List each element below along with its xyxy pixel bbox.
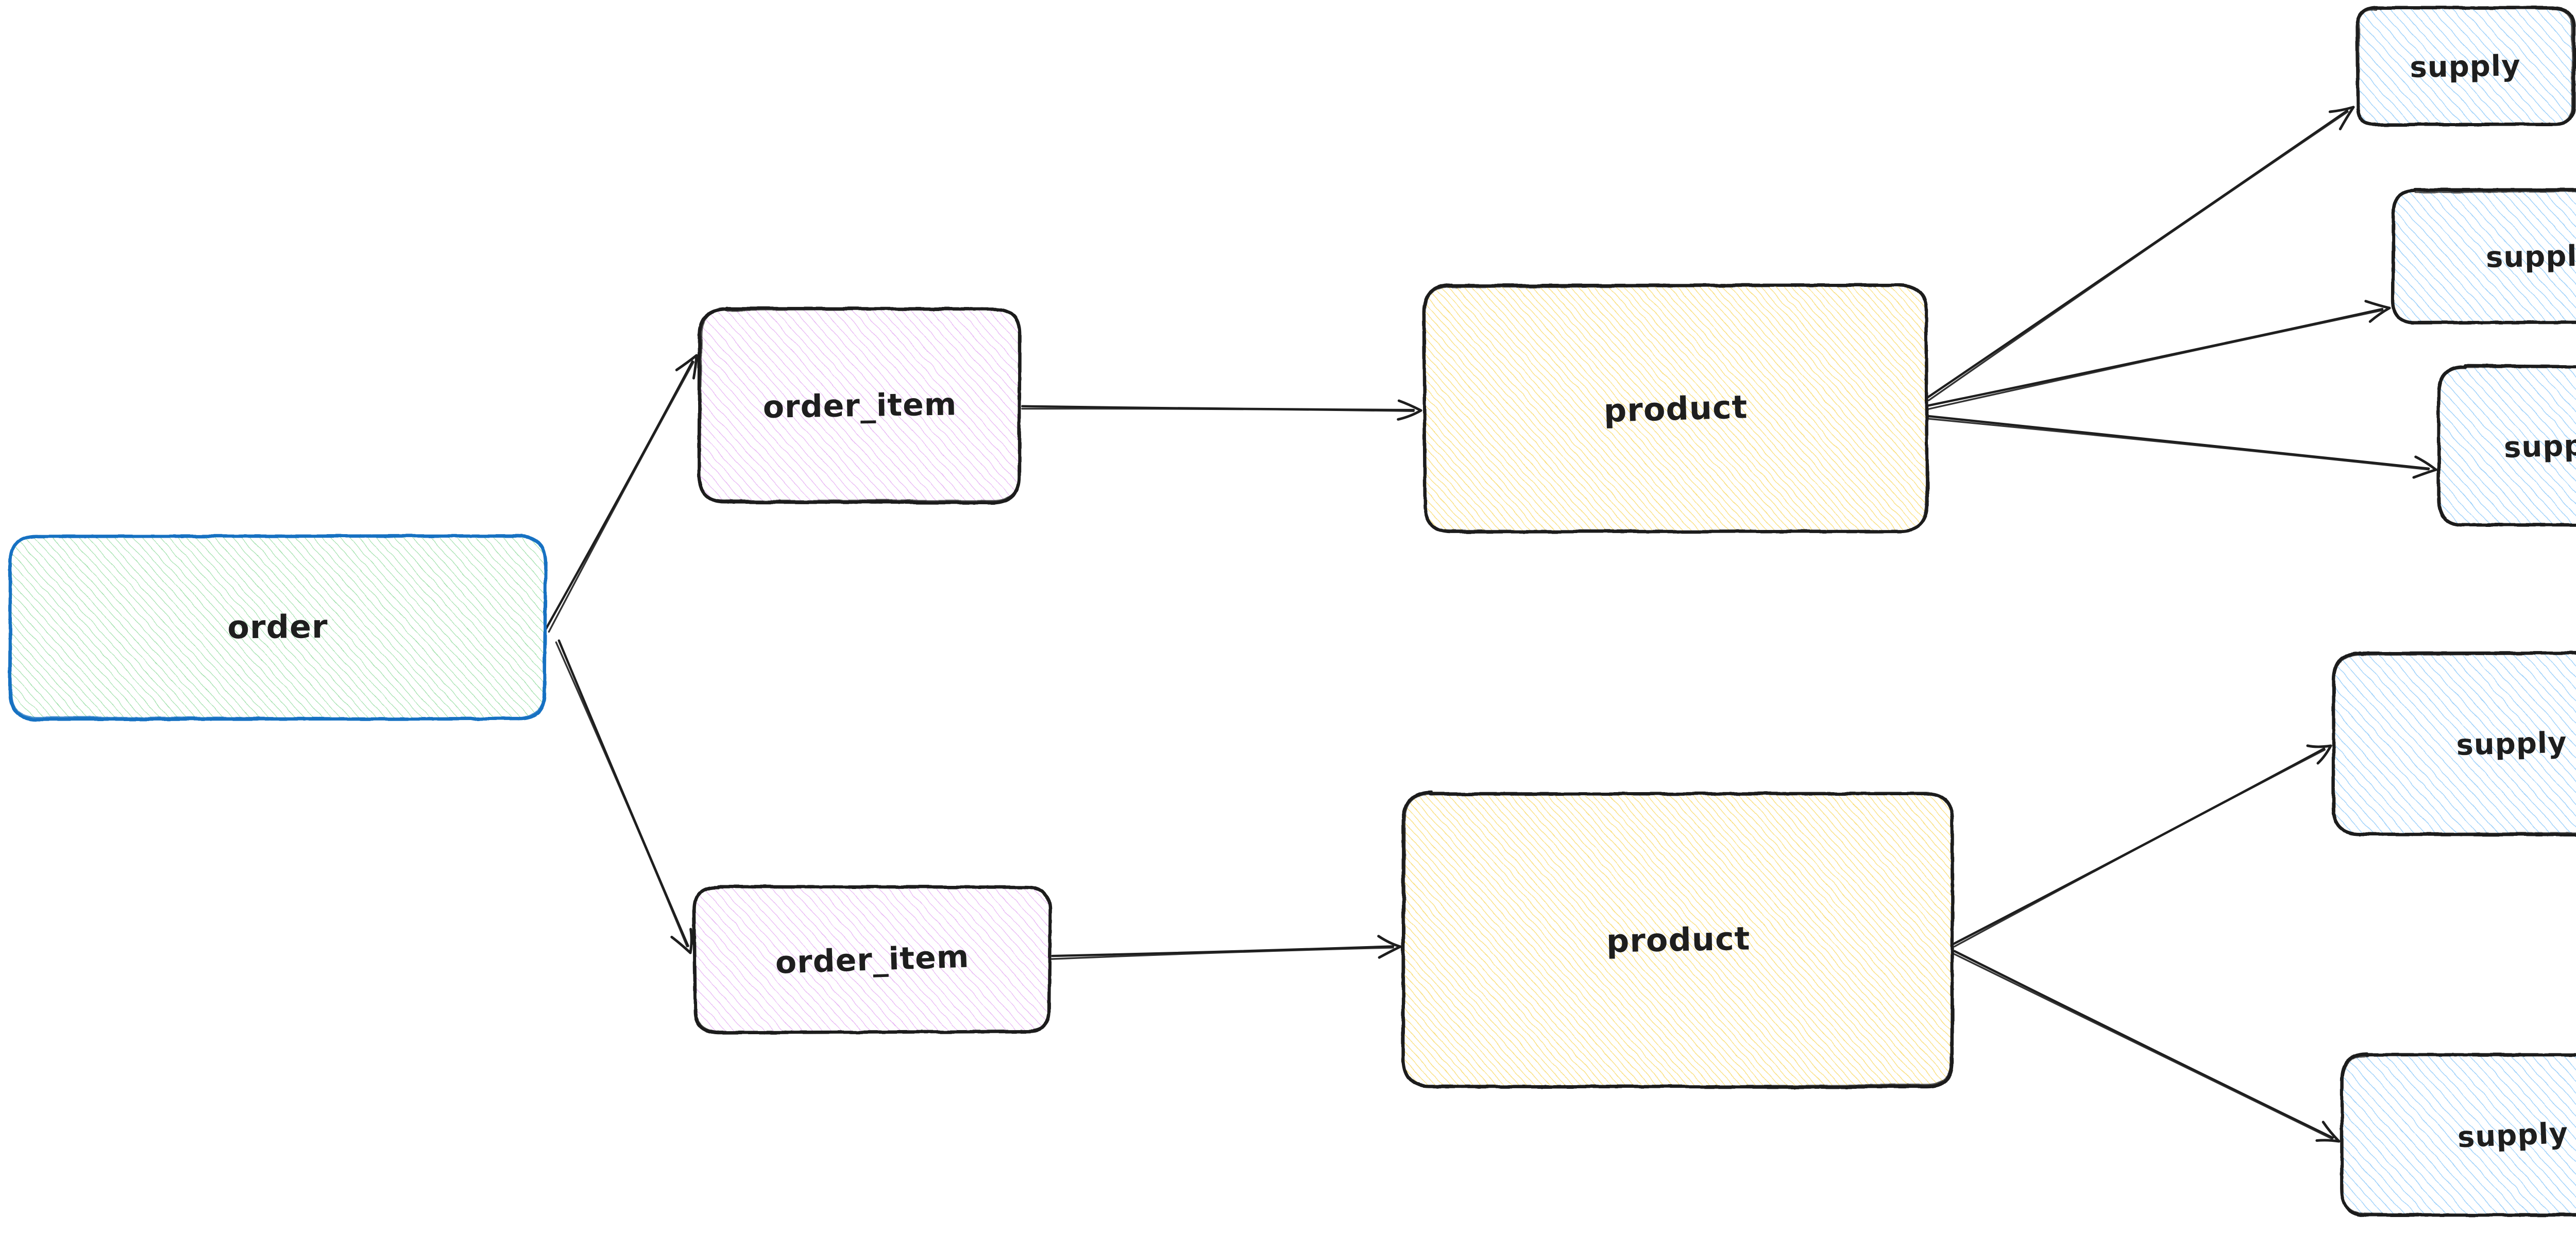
node-supply_1[interactable]: supply bbox=[2355, 6, 2576, 127]
node-fill-hatch bbox=[2393, 190, 2576, 323]
edge-product_1-to-supply_1 bbox=[1926, 106, 2355, 402]
node-order_item_2[interactable]: order_item bbox=[692, 884, 1052, 1035]
node-fill-hatch bbox=[2439, 366, 2576, 525]
node-supply_3[interactable]: supply bbox=[2437, 364, 2576, 527]
node-order_item_1[interactable]: order_item bbox=[697, 306, 1022, 505]
node-layer: orderorder_itemorder_itemproductproducts… bbox=[8, 6, 2576, 1217]
node-label-supply_5: supply bbox=[2457, 1117, 2569, 1154]
node-fill-hatch bbox=[1424, 285, 1927, 532]
edge-order-to-order_item_1 bbox=[544, 354, 698, 633]
node-fill-hatch bbox=[2333, 653, 2576, 834]
node-label-order: order bbox=[227, 608, 328, 646]
node-supply_4[interactable]: supply bbox=[2332, 651, 2576, 836]
node-fill-hatch bbox=[1403, 793, 1953, 1087]
edge-layer bbox=[544, 106, 2437, 1143]
node-fill-hatch bbox=[10, 535, 545, 719]
node-label-supply_1: supply bbox=[2410, 49, 2521, 84]
node-label-product_1: product bbox=[1603, 388, 1748, 430]
node-fill-hatch bbox=[694, 886, 1050, 1032]
node-product_1[interactable]: product bbox=[1422, 283, 1929, 534]
node-label-supply_4: supply bbox=[2456, 726, 2568, 762]
node-label-supply_2: supply bbox=[2486, 239, 2576, 275]
node-label-order_item_1: order_item bbox=[762, 386, 957, 425]
node-product_2[interactable]: product bbox=[1401, 791, 1954, 1089]
node-fill-hatch bbox=[700, 309, 1021, 503]
node-supply_2[interactable]: supply bbox=[2391, 188, 2576, 324]
edge-product_1-to-supply_2 bbox=[1926, 300, 2391, 410]
edge-order_item_2-to-product_2 bbox=[1051, 935, 1402, 960]
edge-product_2-to-supply_5 bbox=[1952, 950, 2341, 1143]
edge-order_item_1-to-product_1 bbox=[1021, 399, 1422, 421]
node-fill-hatch bbox=[2357, 8, 2573, 125]
node-outline bbox=[2332, 651, 2576, 836]
edge-product_2-to-supply_4 bbox=[1952, 744, 2332, 948]
edge-product_1-to-supply_3 bbox=[1926, 415, 2437, 479]
edge-order-to-order_item_2 bbox=[555, 639, 693, 954]
node-label-product_2: product bbox=[1606, 919, 1751, 960]
node-fill-hatch bbox=[2342, 1054, 2576, 1216]
node-supply_5[interactable]: supply bbox=[2340, 1052, 2576, 1217]
node-label-order_item_2: order_item bbox=[775, 939, 970, 981]
node-label-supply_3: supply bbox=[2503, 428, 2576, 465]
node-order[interactable]: order bbox=[8, 534, 548, 721]
